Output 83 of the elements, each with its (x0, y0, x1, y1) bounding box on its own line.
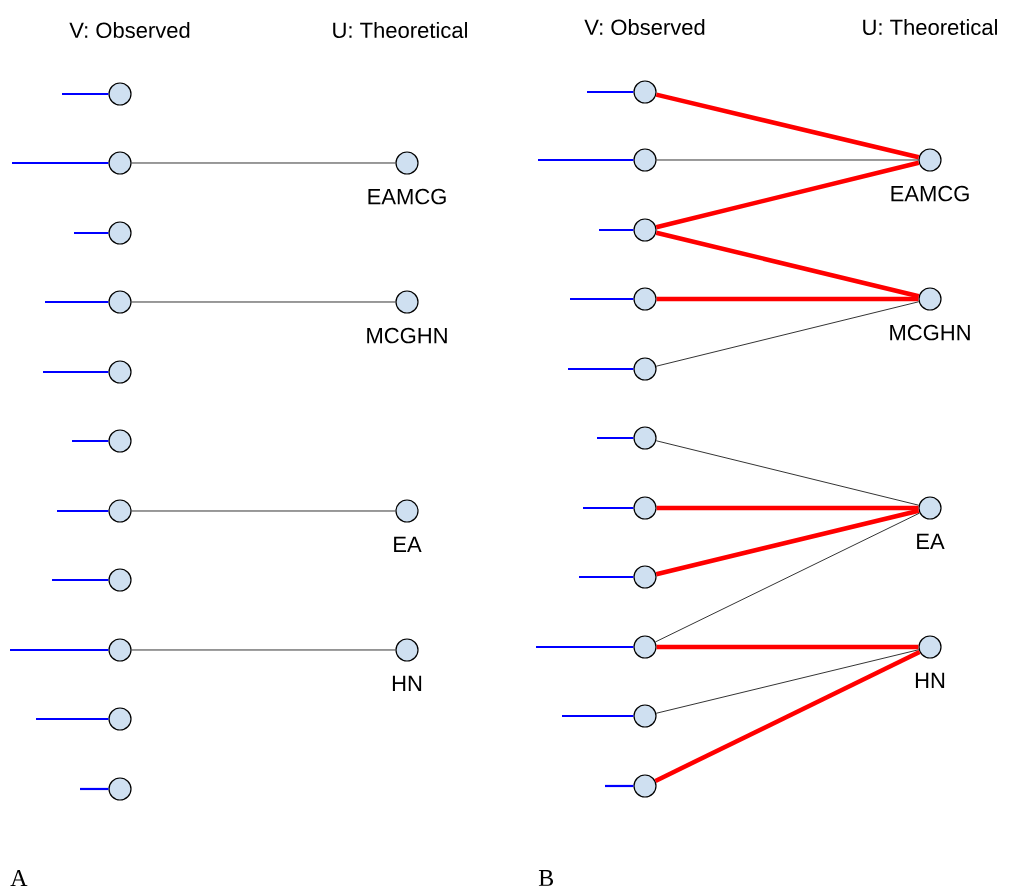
signal-stub (599, 228, 634, 232)
theory-node: EA (917, 496, 945, 549)
observed-node (633, 218, 657, 242)
signal-stub (570, 297, 634, 301)
signal-stub (12, 161, 109, 165)
edge-line (656, 159, 919, 161)
edge-line (131, 162, 396, 164)
node-label: EAMCG (368, 188, 446, 205)
observed-node (633, 635, 657, 659)
signal-stub (568, 367, 634, 371)
observed-node (633, 774, 657, 798)
node-label: HN (915, 672, 945, 688)
matching-edge (655, 160, 920, 230)
signal-stub (43, 370, 109, 374)
observed-node (108, 638, 132, 662)
signal-stub (562, 714, 634, 718)
signal-stub (36, 717, 109, 721)
observed-node (633, 80, 657, 104)
matching-edge (656, 296, 919, 302)
node-label: HN (392, 675, 422, 691)
theory-node: MCGHN (890, 287, 970, 341)
signal-stub (45, 300, 109, 304)
node-label: MCGHN (367, 327, 447, 344)
edge-line (655, 440, 920, 506)
node-label: MCGHN (890, 324, 970, 341)
signal-stub (587, 90, 634, 94)
signal-stub (57, 509, 109, 513)
observed-node (633, 565, 657, 589)
observed-node (108, 360, 132, 384)
matching-edge (655, 92, 920, 160)
signal-stub (74, 231, 109, 235)
matching-edge (655, 508, 920, 577)
node-label: EA (394, 536, 422, 552)
edge-line (131, 510, 396, 512)
panel-letter: A (10, 870, 28, 886)
signal-stub (605, 784, 634, 788)
matching-edge (656, 644, 919, 650)
column-heading: V: Observed (69, 21, 190, 39)
signal-stub (583, 506, 634, 510)
signal-stub (80, 787, 109, 791)
observed-node (633, 357, 657, 381)
signal-stub (62, 92, 109, 96)
observed-node (108, 777, 132, 801)
edge-line (131, 649, 396, 651)
column-heading: V: Observed (584, 18, 705, 36)
observed-node (108, 221, 132, 245)
theory-node: EAMCG (368, 151, 446, 205)
observed-node (633, 148, 657, 172)
observed-node (633, 496, 657, 520)
edge-line (131, 301, 396, 303)
panel-letter: B (538, 870, 554, 886)
observed-node (108, 429, 132, 453)
theory-node: EA (394, 499, 422, 552)
signal-stub (538, 158, 634, 162)
node-label: EAMCG (891, 185, 969, 202)
observed-node (108, 707, 132, 731)
theory-node: EAMCG (891, 148, 969, 202)
signal-stub (579, 575, 634, 579)
observed-node (108, 290, 132, 314)
observed-node (633, 287, 657, 311)
matching-edge (656, 505, 919, 511)
edge-line (655, 301, 920, 367)
node-label: EA (917, 533, 945, 549)
observed-node (108, 82, 132, 106)
signal-stub (597, 436, 634, 440)
edge-line (655, 649, 920, 714)
theory-node: HN (392, 638, 422, 691)
column-heading: U: Theoretical (333, 21, 467, 39)
observed-node (108, 499, 132, 523)
matching-edge (654, 650, 921, 783)
observed-node (108, 151, 132, 175)
observed-node (633, 704, 657, 728)
column-heading: U: Theoretical (863, 18, 997, 36)
matching-edge (655, 230, 920, 299)
theory-node: HN (915, 635, 945, 688)
signal-stub (72, 439, 109, 443)
theory-node: MCGHN (367, 290, 447, 344)
observed-node (633, 426, 657, 450)
edge-line (655, 512, 920, 643)
signal-stub (536, 645, 634, 649)
observed-node (108, 568, 132, 592)
signal-stub (10, 648, 109, 652)
signal-stub (52, 578, 109, 582)
